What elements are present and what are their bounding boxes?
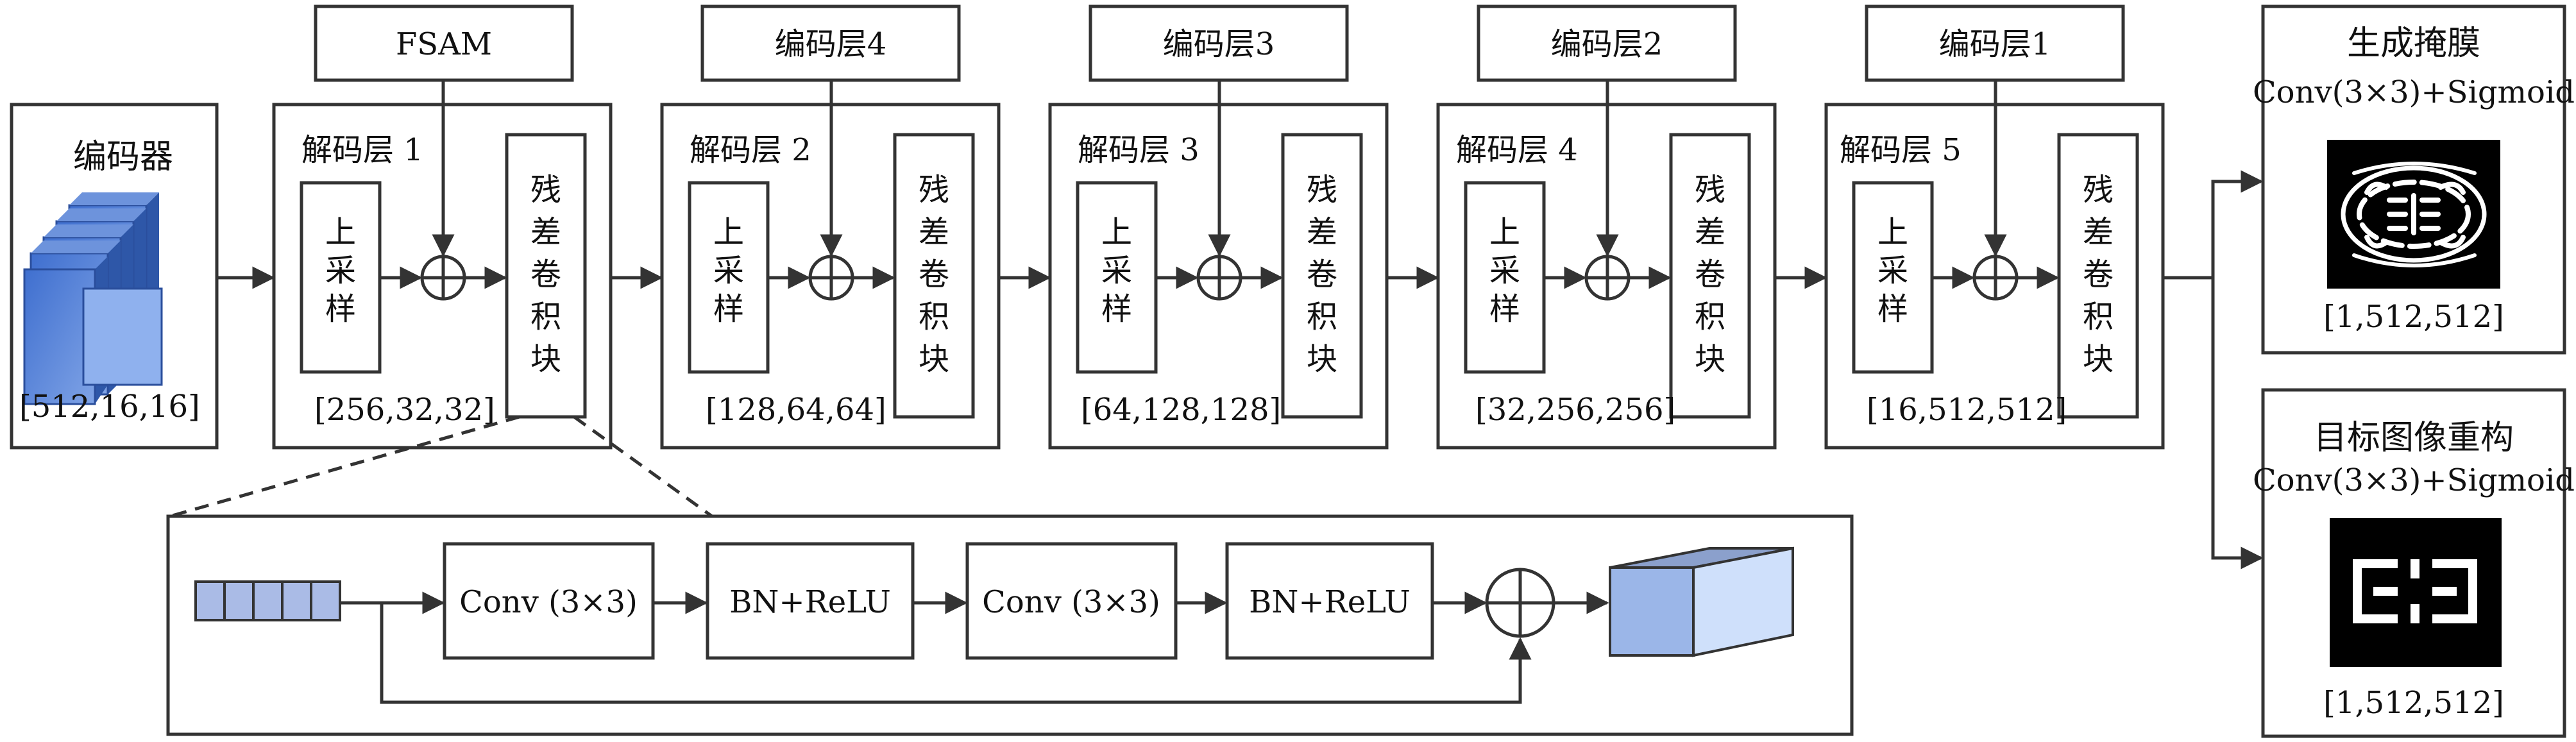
decoder-title: 解码层 1 (301, 132, 423, 168)
output-dims: [1,512,512] (2323, 299, 2504, 335)
upsample-label: 上采样 (713, 214, 744, 327)
upsample-label: 上采样 (325, 214, 356, 327)
step-label: Conv (3×3) (459, 584, 638, 620)
resblock-box (1281, 133, 1363, 419)
zoom-line-right (573, 415, 713, 518)
resblock-label: 残差卷积块 (1307, 172, 1337, 377)
upsample-box (300, 181, 382, 374)
encoder-feature-stack (23, 192, 163, 405)
upsample-box (1464, 181, 1546, 374)
step-label: BN+ReLU (729, 584, 891, 620)
resblock-label: 残差卷积块 (530, 172, 561, 377)
decoder-title: 解码层 4 (1456, 132, 1578, 168)
output-reconstruction-box: 目标图像重构 Conv(3×3)+Sigmoid [1,512,512] (2253, 388, 2575, 738)
resblock-label: 残差卷积块 (2083, 172, 2114, 377)
top-input-label: 编码层3 (1163, 26, 1275, 62)
decoder-title: 解码层 2 (690, 132, 811, 168)
resblock-box (893, 133, 975, 419)
resblock-label: 残差卷积块 (1695, 172, 1725, 377)
decoder-layer-5: 解码层 5 上采样 残差卷积块 [16,512,512] (1824, 103, 2165, 450)
decoder-layer-2: 解码层 2 上采样 残差卷积块 [128,64,64] (660, 103, 1001, 450)
conv-step-1: Conv (3×3) (443, 542, 655, 660)
decoder-title: 解码层 3 (1078, 132, 1199, 168)
upsample-box (1076, 181, 1158, 374)
decoder-dims: [256,32,32] (314, 392, 495, 428)
output-layer: Conv(3×3)+Sigmoid (2253, 462, 2575, 498)
feature-vector-icon (194, 580, 341, 621)
add-icon (1485, 568, 1555, 638)
conv-step-2: Conv (3×3) (965, 542, 1178, 660)
resblock-box (1669, 133, 1751, 419)
decoder-dims: [128,64,64] (706, 392, 886, 428)
output-title: 目标图像重构 (2314, 419, 2514, 457)
encoder-box: 编码器 (10, 103, 219, 450)
step-label: BN+ReLU (1249, 584, 1411, 620)
output-branch (2163, 170, 2264, 569)
residual-detail-panel: Conv (3×3) BN+ReLU Conv (3×3) BN+ReLU (166, 514, 1854, 736)
top-input-label: 编码层4 (775, 26, 887, 62)
resblock-box (2057, 133, 2139, 419)
step-label: Conv (3×3) (982, 584, 1160, 620)
upsample-label: 上采样 (1101, 214, 1132, 327)
top-input-label: 编码层2 (1551, 26, 1663, 62)
output-layer: Conv(3×3)+Sigmoid (2253, 74, 2575, 110)
reconstruction-image (2330, 518, 2502, 667)
output-dims: [1,512,512] (2323, 685, 2504, 721)
decoder-dims: [32,256,256] (1475, 392, 1675, 428)
decoder-dims: [16,512,512] (1867, 392, 2067, 428)
output-title: 生成掩膜 (2347, 24, 2480, 63)
top-input-encoder-layer4: 编码层4 (700, 4, 961, 257)
mask-image (2327, 140, 2500, 289)
bn-relu-step-2: BN+ReLU (1225, 542, 1434, 660)
top-input-encoder-layer3: 编码层3 (1089, 4, 1349, 257)
decoder-title: 解码层 5 (1840, 132, 1962, 168)
resblock-label: 残差卷积块 (919, 172, 949, 377)
top-input-encoder-layer1: 编码层1 (1865, 4, 2125, 257)
bn-relu-step-1: BN+ReLU (706, 542, 915, 660)
output-mask-box: 生成掩膜 Conv(3×3)+Sigmoid [1,512,512] (2253, 4, 2575, 355)
top-input-encoder-layer2: 编码层2 (1477, 4, 1737, 257)
decoder-dims: [64,128,128] (1081, 392, 1281, 428)
upsample-box (1852, 181, 1934, 374)
encoder-label: 编码器 (73, 138, 173, 176)
top-input-label: 编码层1 (1939, 26, 2051, 62)
top-input-label: FSAM (396, 26, 492, 62)
output-tensor-icon (1609, 546, 1794, 657)
encoder-dims: [512,16,16] (19, 389, 200, 425)
upsample-label: 上采样 (1877, 214, 1908, 327)
skip-connection (380, 603, 1532, 704)
upsample-label: 上采样 (1489, 214, 1520, 327)
decoder-layer-4: 解码层 4 上采样 残差卷积块 [32,256,256] (1436, 103, 1777, 450)
top-input-fsam: FSAM (314, 4, 574, 257)
zoom-line-left (169, 415, 520, 518)
